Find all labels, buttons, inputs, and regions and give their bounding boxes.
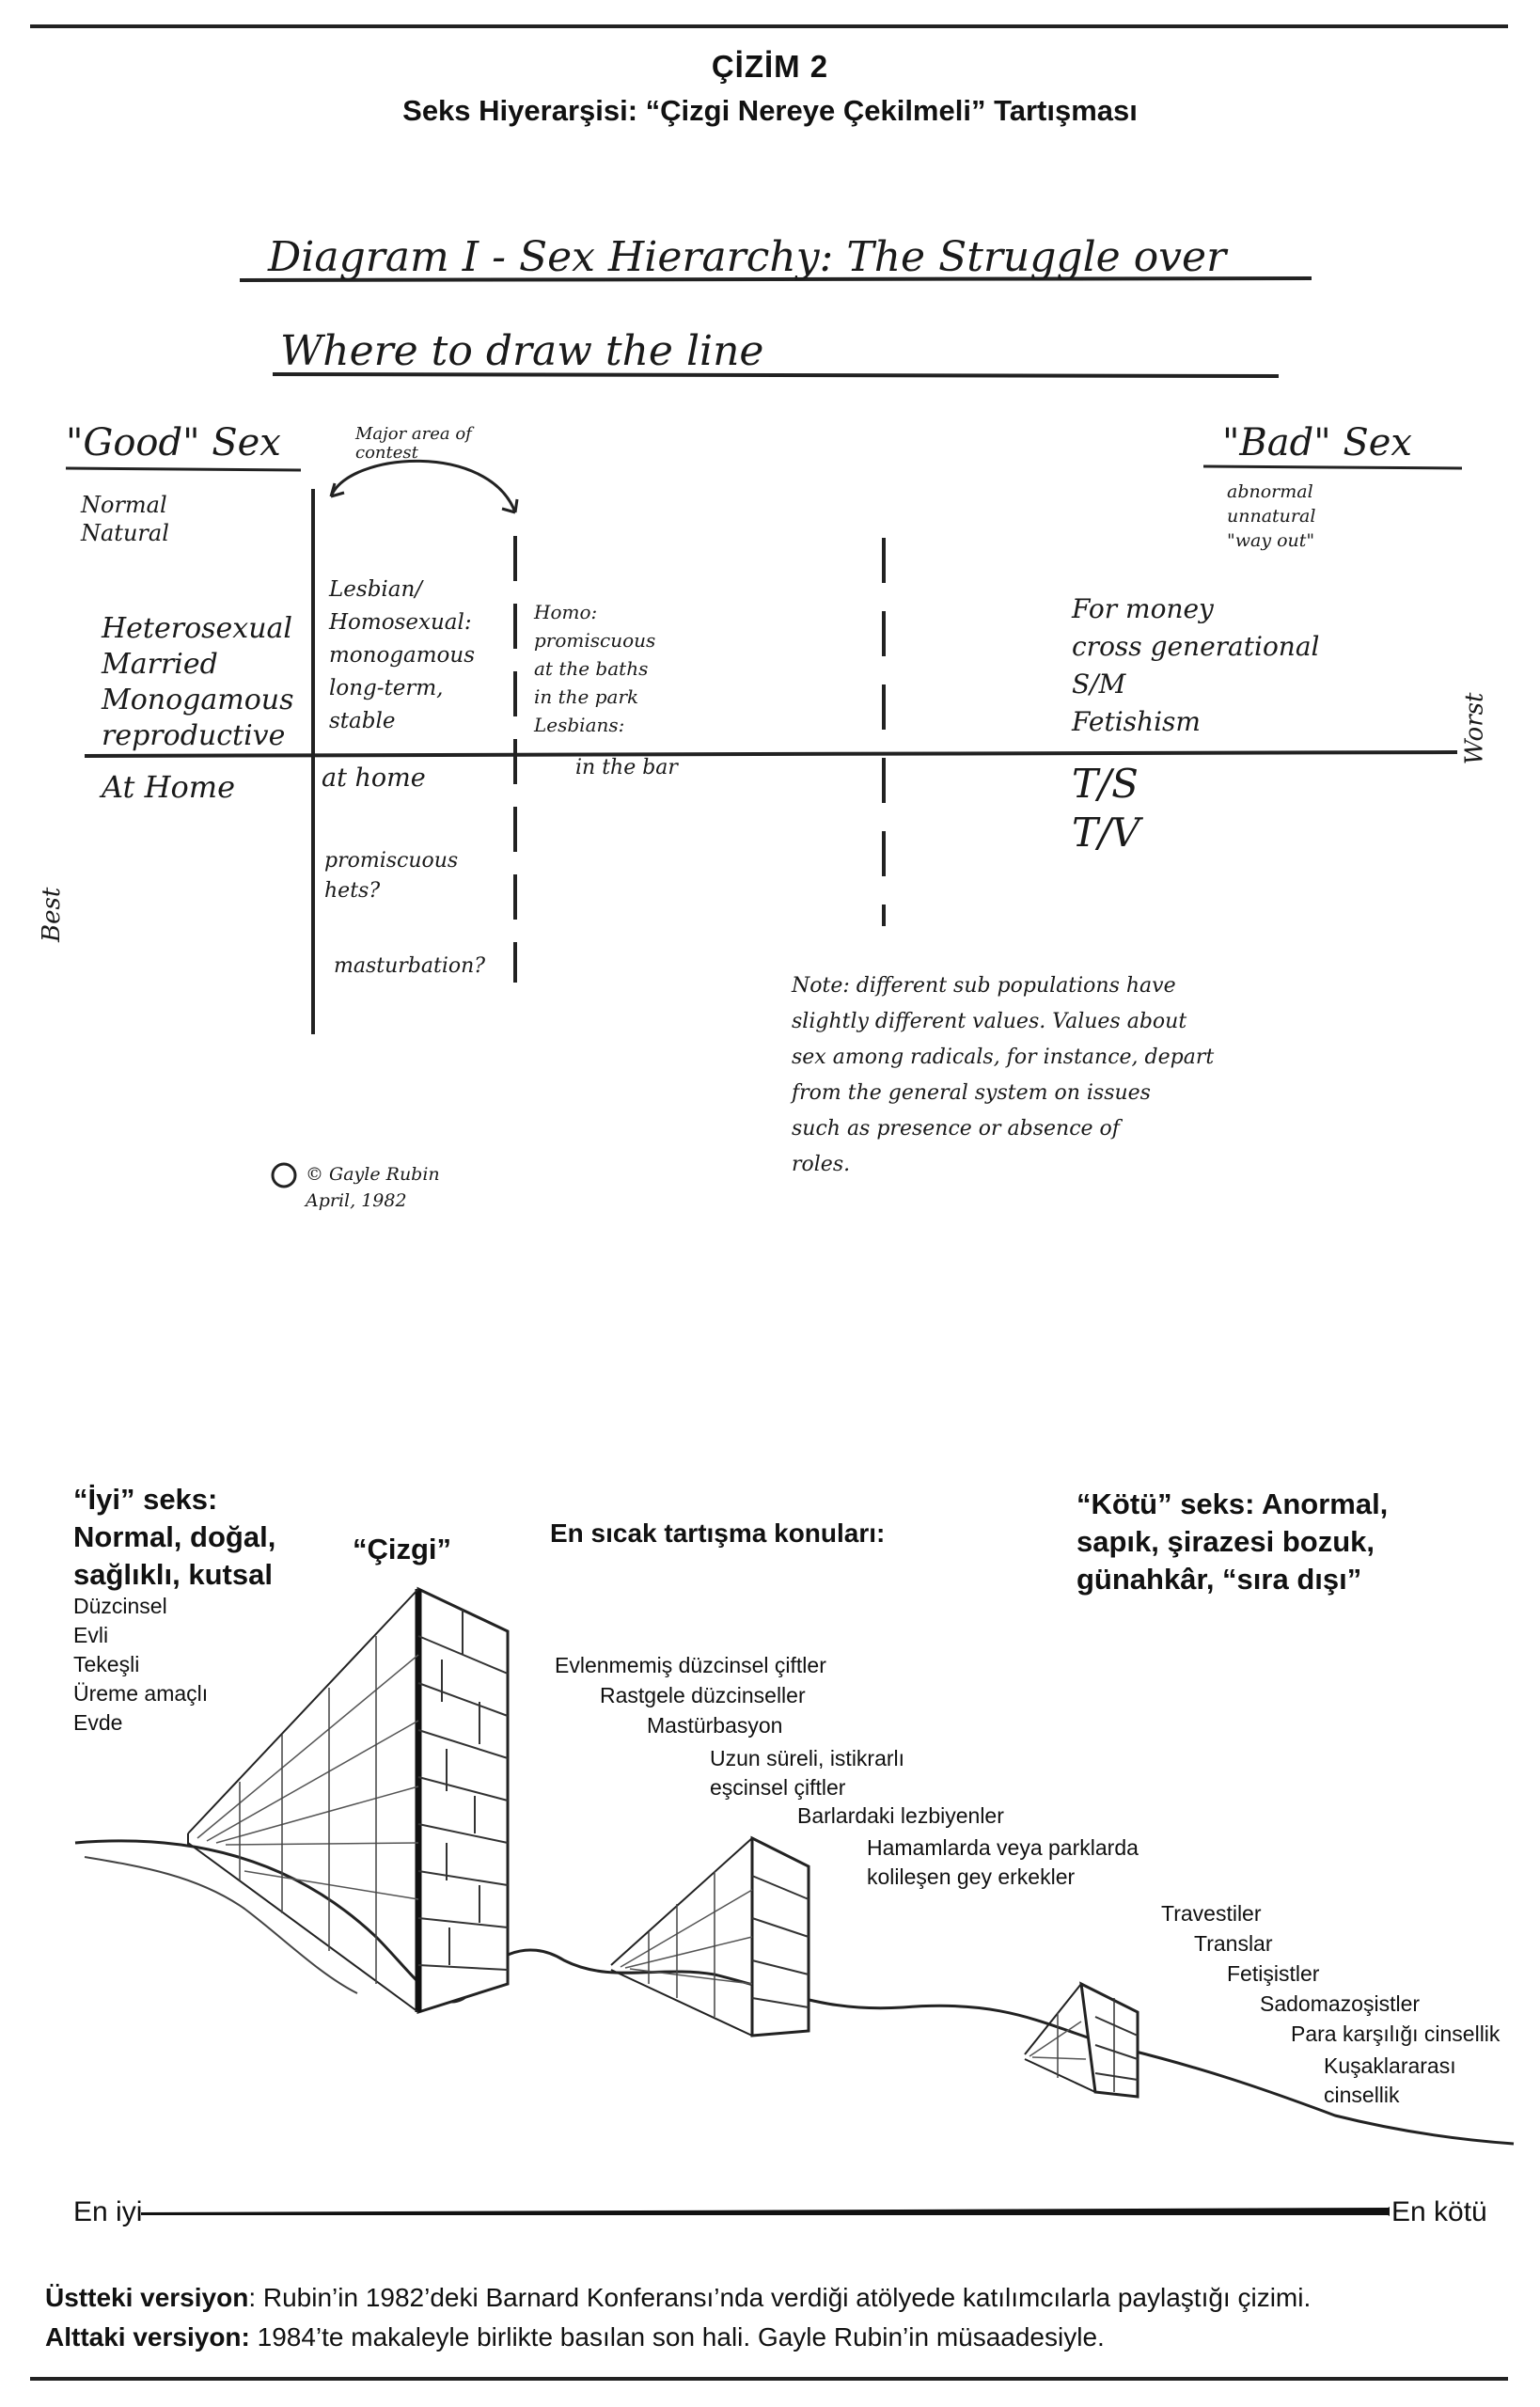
terrain-line	[74, 1839, 1515, 2146]
middle-wall	[610, 1835, 810, 2037]
sketch-bad-sub: abnormal unnatural "way out"	[1227, 481, 1316, 551]
contest-item-4: Uzun süreli, istikrarlı eşcinsel çiftler	[710, 1746, 905, 1800]
sketch-col2-below: at home	[322, 763, 426, 793]
caption-bottom: Alttaki versiyon: 1984’te makaleyle birl…	[45, 2322, 1105, 2352]
bad-item-6: Kuşaklararası cinsellik	[1324, 2053, 1456, 2107]
good-underline	[65, 466, 302, 472]
good-sex-title: “İyi” seks: Normal, doğal, sağlıklı, kut…	[73, 1483, 276, 1591]
bottom-rule	[30, 2377, 1508, 2381]
contest-arrow-head-left	[329, 482, 345, 498]
bad-sex-title: “Kötü” seks: Anormal, sapık, şirazesi bo…	[1076, 1487, 1389, 1596]
sketch-col2-masturbation: masturbation?	[334, 954, 486, 978]
sketch-col3: Homo: promiscuous at the baths in the pa…	[534, 601, 656, 736]
contest-title: En sıcak tartışma konuları:	[550, 1518, 886, 1548]
bad-item-5: Para karşılığı cinsellik	[1291, 2022, 1501, 2046]
caption-top-label: Üstteki versiyon	[45, 2283, 249, 2312]
sketch-col3-below: in the bar	[575, 756, 678, 779]
small-wall	[1024, 1981, 1139, 2099]
sketch-col1-below: At Home	[102, 769, 236, 805]
caption-top-text: : Rubin’in 1982’deki Barnard Konferansı’…	[248, 2283, 1312, 2312]
title-underline-2	[272, 372, 1280, 378]
line-label: “Çizgi”	[353, 1533, 452, 1565]
figure-title: Seks Hiyerarşisi: “Çizgi Nereye Çekilmel…	[402, 94, 1138, 127]
good-sex-list: Düzcinsel Evli Tekeşli Üreme amaçlı Evde	[73, 1594, 209, 1735]
title-underline-1	[239, 276, 1312, 282]
copyright-circle	[271, 1162, 297, 1188]
sketch-col4-below: T/S T/V	[1072, 761, 1140, 856]
caption-bottom-label: Alttaki versiyon:	[45, 2322, 250, 2352]
bad-item-2: Translar	[1194, 1931, 1273, 1956]
contest-item-6: Hamamlarda veya parklarda kolileşen gey …	[867, 1835, 1139, 1889]
sketch-col2-promiscuous: promiscuous hets?	[324, 849, 459, 903]
sketch-main-area: Major area of contest	[355, 424, 472, 463]
contest-item-2: Rastgele düzcinseller	[600, 1683, 806, 1707]
sketch-col4: For money cross generational S/M Fetishi…	[1072, 593, 1320, 737]
contest-arrow	[329, 459, 517, 513]
axis-line	[141, 2208, 1390, 2215]
contest-item-3: Mastürbasyon	[647, 1713, 783, 1738]
figure-number: ÇİZİM 2	[711, 49, 829, 84]
big-wall	[187, 1586, 510, 2015]
sketch-note: Note: different sub populations have sli…	[792, 974, 1215, 1176]
sketch-copyright: © Gayle Rubin April, 1982	[306, 1164, 440, 1211]
bad-item-1: Travestiler	[1161, 1901, 1262, 1926]
caption-bottom-text: 1984’te makaleyle birlikte basılan son h…	[249, 2322, 1105, 2352]
sketch-title-line2: Where to draw the line	[280, 327, 764, 375]
caption-top: Üstteki versiyon: Rubin’in 1982’deki Bar…	[45, 2283, 1311, 2313]
bad-item-3: Fetişistler	[1227, 1961, 1320, 1986]
contest-arrow-head-right	[501, 498, 519, 514]
sketch-col1: Heterosexual Married Monogamous reproduc…	[102, 612, 294, 752]
top-rule	[30, 24, 1508, 28]
sketch-good-sex: "Good" Sex	[66, 421, 281, 464]
terrain-shadow	[84, 1856, 358, 1994]
axis-best-label: En iyi	[73, 2196, 143, 2227]
sketch-title-line1: Diagram I - Sex Hierarchy: The Struggle …	[268, 233, 1227, 281]
contest-item-5: Barlardaki lezbiyenler	[797, 1803, 1004, 1828]
axis-worst-label: En kötü	[1391, 2196, 1487, 2227]
bad-item-4: Sadomazoşistler	[1260, 1991, 1421, 2016]
bad-underline	[1202, 464, 1463, 470]
sketch-bad-sex: "Bad" Sex	[1222, 421, 1412, 464]
sketch-col2: Lesbian/ Homosexual: monogamous long-ter…	[329, 577, 476, 733]
contest-item-1: Evlenmemiş düzcinsel çiftler	[555, 1653, 826, 1677]
sketch-good-sub: Normal Natural	[81, 492, 169, 546]
